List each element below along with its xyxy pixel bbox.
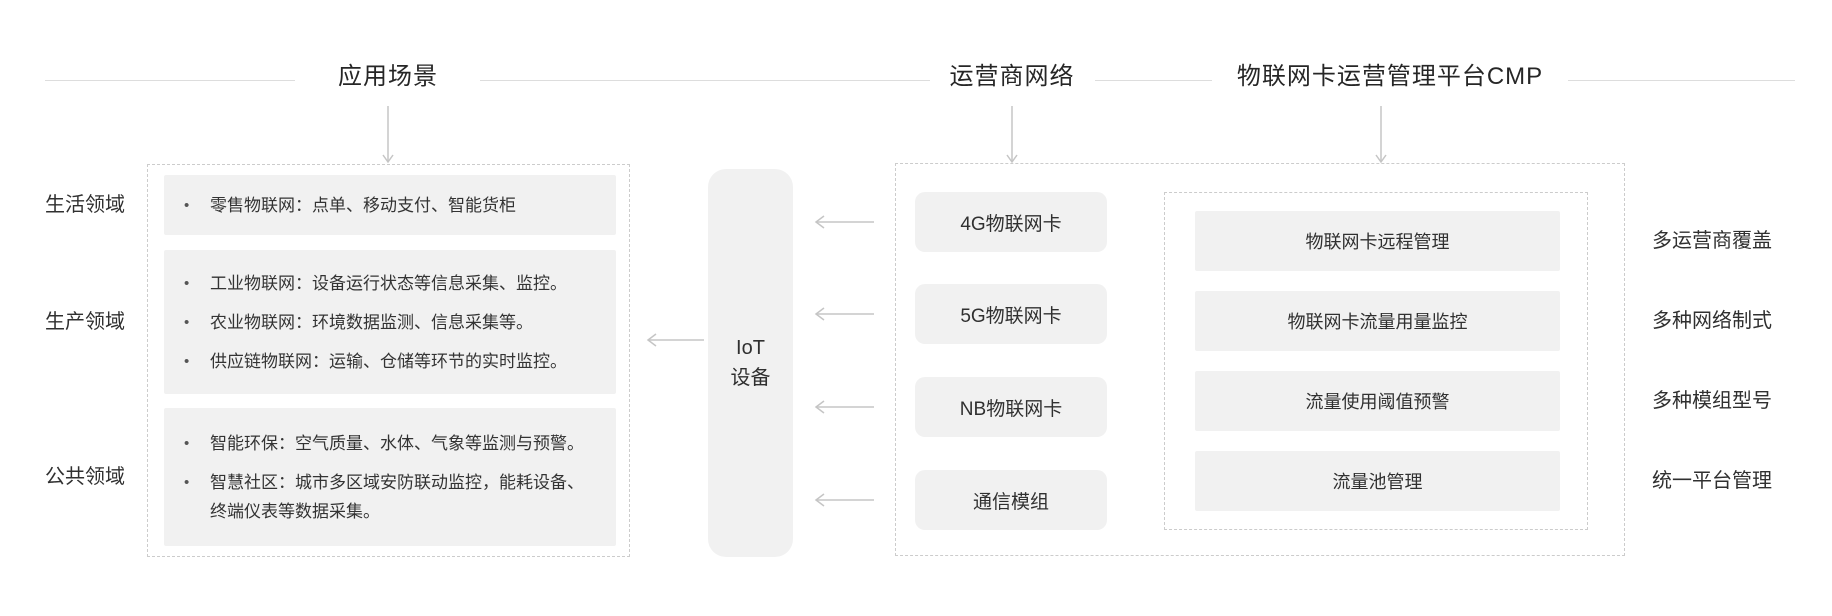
down-arrow-icon — [1375, 106, 1387, 164]
iot-device-box: IoT 设备 — [708, 169, 793, 557]
header-divider-line — [1095, 80, 1212, 81]
header-divider-line — [480, 80, 930, 81]
benefit-multi-network: 多种网络制式 — [1652, 310, 1772, 332]
left-arrow-icon — [814, 307, 874, 321]
cmp-feature-usage-monitoring: 物联网卡流量用量监控 — [1195, 291, 1560, 351]
scenario-box-public: • 智能环保：空气质量、水体、气象等监测与预警。 • 智慧社区：城市多区域安防联… — [164, 408, 616, 546]
row-label-public: 公共领域 — [45, 466, 125, 488]
scenario-box-life: • 零售物联网：点单、移动支付、智能货柜 — [164, 175, 616, 235]
left-arrow-icon — [646, 333, 704, 347]
cmp-feature-threshold-alert: 流量使用阈值预警 — [1195, 371, 1560, 431]
row-label-production: 生产领域 — [45, 311, 125, 333]
iot-device-label-line2: 设备 — [730, 367, 771, 389]
carrier-card-4g: 4G物联网卡 — [915, 192, 1107, 252]
cmp-platform-dashed-container — [1164, 192, 1588, 530]
bullet-icon: • — [184, 352, 190, 370]
list-item: • 智慧社区：城市多区域安防联动监控，能耗设备、终端仪表等数据采集。 — [184, 468, 590, 526]
carrier-card-module: 通信模组 — [915, 470, 1107, 530]
section-title-applications: 应用场景 — [338, 63, 438, 90]
list-item: • 供应链物联网：运输、仓储等环节的实时监控。 — [184, 347, 590, 376]
carrier-card-nb: NB物联网卡 — [915, 377, 1107, 437]
cmp-feature-remote-management: 物联网卡远程管理 — [1195, 211, 1560, 271]
down-arrow-icon — [382, 106, 394, 164]
list-item: • 智能环保：空气质量、水体、气象等监测与预警。 — [184, 429, 590, 458]
bullet-icon: • — [184, 196, 190, 214]
iot-device-label-line1: IoT — [736, 337, 765, 359]
section-title-carrier-network: 运营商网络 — [949, 63, 1075, 90]
benefit-multi-module: 多种模组型号 — [1652, 390, 1772, 412]
cmp-feature-pool-management: 流量池管理 — [1195, 451, 1560, 511]
list-item: • 零售物联网：点单、移动支付、智能货柜 — [184, 191, 590, 220]
benefit-multi-carrier: 多运营商覆盖 — [1652, 230, 1772, 252]
left-arrow-icon — [814, 215, 874, 229]
section-title-cmp-platform: 物联网卡运营管理平台CMP — [1236, 63, 1544, 90]
header-divider-line — [1568, 80, 1795, 81]
list-item: • 工业物联网：设备运行状态等信息采集、监控。 — [184, 269, 590, 298]
row-label-life: 生活领域 — [45, 194, 125, 216]
header-divider-line — [45, 80, 295, 81]
bullet-icon: • — [184, 274, 190, 292]
benefit-unified-platform: 统一平台管理 — [1652, 470, 1772, 492]
list-item: • 农业物联网：环境数据监测、信息采集等。 — [184, 308, 590, 337]
applications-dashed-container — [147, 164, 630, 557]
carrier-card-5g: 5G物联网卡 — [915, 284, 1107, 344]
left-arrow-icon — [814, 400, 874, 414]
bullet-icon: • — [184, 313, 190, 331]
bullet-icon: • — [184, 434, 190, 452]
carrier-network-dashed-container — [895, 163, 1625, 556]
left-arrow-icon — [814, 493, 874, 507]
scenario-box-production: • 工业物联网：设备运行状态等信息采集、监控。 • 农业物联网：环境数据监测、信… — [164, 250, 616, 394]
bullet-icon: • — [184, 473, 190, 491]
down-arrow-icon — [1006, 106, 1018, 164]
